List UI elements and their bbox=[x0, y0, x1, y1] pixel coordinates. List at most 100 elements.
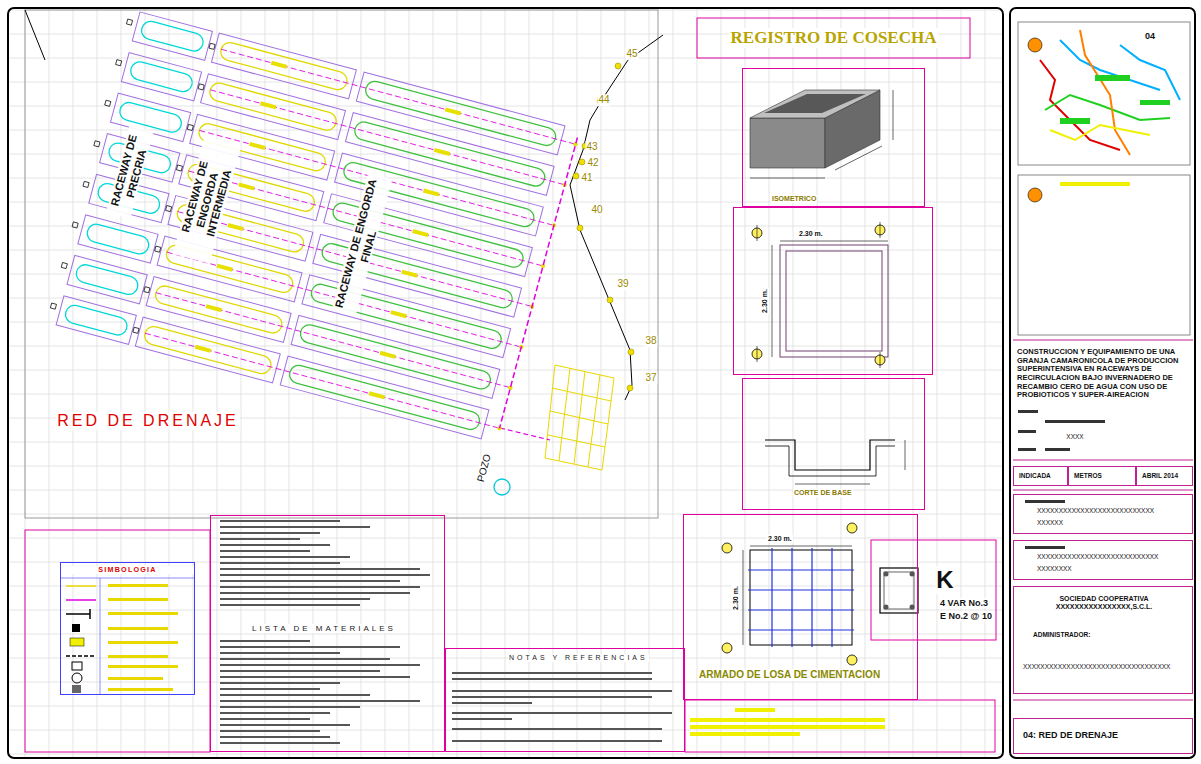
drawing-polyline bbox=[1080, 30, 1130, 155]
drawing-line bbox=[193, 9, 194, 757]
drawing-rect bbox=[220, 574, 430, 576]
drawing-rect bbox=[884, 572, 914, 609]
drawing-rect bbox=[227, 223, 243, 231]
drawing-line bbox=[66, 599, 96, 601]
drawing-rect bbox=[206, 304, 222, 312]
drawing-rect bbox=[1025, 546, 1065, 549]
drawing-rect bbox=[1025, 500, 1065, 503]
drawing-line bbox=[9, 250, 1002, 251]
drawing-rect bbox=[220, 538, 300, 540]
drawing-polygon bbox=[545, 365, 614, 470]
drawing-line bbox=[772, 245, 773, 357]
drawing-circle bbox=[1028, 188, 1042, 202]
panel-box: CONSTRUCCION Y EQUIPAMIENTO DE UNA GRANJ… bbox=[1013, 343, 1193, 405]
drawing-rect bbox=[25, 530, 210, 752]
drawing-line bbox=[697, 9, 698, 757]
drawing-rect bbox=[219, 41, 349, 92]
drawing-g bbox=[1060, 75, 1170, 124]
drawing-rect bbox=[1045, 448, 1070, 451]
panel-text: XXXXXXXXXXXXXXXXXXXXXXXXXXXXXXXXXX bbox=[1022, 663, 1171, 670]
drawing-rect bbox=[108, 612, 178, 615]
drawing-line bbox=[550, 411, 608, 424]
drawing-rect bbox=[1018, 448, 1036, 451]
drawing-line bbox=[601, 9, 602, 757]
drawing-rect bbox=[209, 43, 215, 49]
drawing-rect bbox=[1018, 175, 1190, 335]
plan-label: RED DE DRENAJE bbox=[56, 412, 240, 430]
drawing-g bbox=[66, 586, 96, 656]
drawing-g bbox=[748, 548, 854, 647]
callout-number: 38 bbox=[644, 335, 657, 347]
drawing-rect bbox=[690, 725, 885, 729]
drawing-rect bbox=[67, 255, 147, 303]
panel-box: ISOMETRICO bbox=[742, 68, 925, 207]
drawing-rect bbox=[61, 262, 67, 268]
drawing-line bbox=[750, 546, 852, 547]
panel-text: CORTE DE BASE bbox=[793, 489, 853, 497]
drawing-rect bbox=[83, 181, 89, 187]
drawing-rect bbox=[401, 270, 417, 278]
drawing-polygon bbox=[750, 118, 825, 168]
drawing-rect bbox=[146, 277, 291, 343]
drawing-line bbox=[169, 9, 170, 757]
drawing-circle bbox=[722, 643, 732, 653]
drawing-rect bbox=[452, 696, 652, 698]
drawing-line bbox=[9, 634, 1002, 635]
drawing-line bbox=[745, 9, 746, 757]
drawing-line bbox=[289, 9, 290, 757]
drawing-rect bbox=[220, 568, 420, 570]
drawing-rect bbox=[108, 665, 178, 668]
drawing-rect bbox=[220, 670, 380, 672]
drawing-rect bbox=[220, 742, 340, 744]
drawing-circle bbox=[847, 655, 857, 665]
drawing-line bbox=[9, 466, 1002, 467]
drawing-line bbox=[893, 90, 894, 140]
drawing-line bbox=[97, 9, 98, 757]
drawing-rect bbox=[1010, 8, 1195, 758]
drawing-rect bbox=[220, 658, 390, 660]
drawing-rect bbox=[187, 124, 193, 130]
drawing-rect bbox=[220, 682, 340, 684]
panel-box: NOTAS Y REFERENCIAS bbox=[445, 648, 685, 752]
plan-label: XXXX bbox=[1065, 433, 1084, 440]
drawing-g bbox=[1018, 410, 1105, 549]
drawing-circle bbox=[494, 479, 510, 495]
drawing-rect bbox=[452, 728, 662, 730]
drawing-line bbox=[548, 435, 605, 447]
drawing-rect bbox=[108, 655, 168, 658]
drawing-rect bbox=[72, 685, 81, 693]
drawing-rect bbox=[1140, 100, 1170, 105]
drawing-line bbox=[9, 754, 1002, 755]
drawing-rect bbox=[1045, 420, 1105, 423]
plan-label: 4 VAR No.3 bbox=[939, 598, 989, 608]
raceway-row bbox=[57, 253, 516, 403]
panel-text: 04: RED DE DRENAJE bbox=[1022, 730, 1119, 740]
drawing-rect bbox=[271, 61, 287, 69]
drawing-line bbox=[795, 484, 870, 485]
panel-text: 2.30 m. bbox=[732, 585, 740, 611]
drawing-rect bbox=[260, 101, 276, 109]
drawing-rect bbox=[1095, 75, 1130, 81]
drawing-line bbox=[241, 9, 242, 757]
drawing-line bbox=[265, 9, 266, 757]
drawing-rect bbox=[220, 736, 330, 738]
drawing-rect bbox=[211, 33, 356, 99]
drawing-line bbox=[9, 82, 1002, 83]
drawing-line bbox=[145, 9, 146, 757]
plan-label: POZO bbox=[475, 452, 494, 484]
drawing-rect bbox=[74, 263, 140, 297]
drawing-rect bbox=[452, 678, 652, 680]
panel-box: XXXXXXXXXXXXXXXXXXXXXXXXXXXXXXXXXXXX bbox=[1013, 540, 1193, 580]
drawing-circle bbox=[72, 673, 82, 683]
callout-number: 41 bbox=[580, 172, 593, 184]
sheet-title: REGISTRO DE COSECHA bbox=[729, 28, 939, 48]
drawing-polygon bbox=[764, 94, 866, 113]
drawing-rect bbox=[220, 700, 420, 702]
drawing-g bbox=[752, 225, 885, 365]
drawing-rect bbox=[871, 540, 996, 640]
drawing-rect bbox=[288, 363, 482, 431]
drawing-rect bbox=[364, 79, 558, 147]
drawing-rect bbox=[445, 107, 461, 115]
drawing-circle bbox=[910, 605, 915, 610]
drawing-rect bbox=[302, 275, 511, 358]
